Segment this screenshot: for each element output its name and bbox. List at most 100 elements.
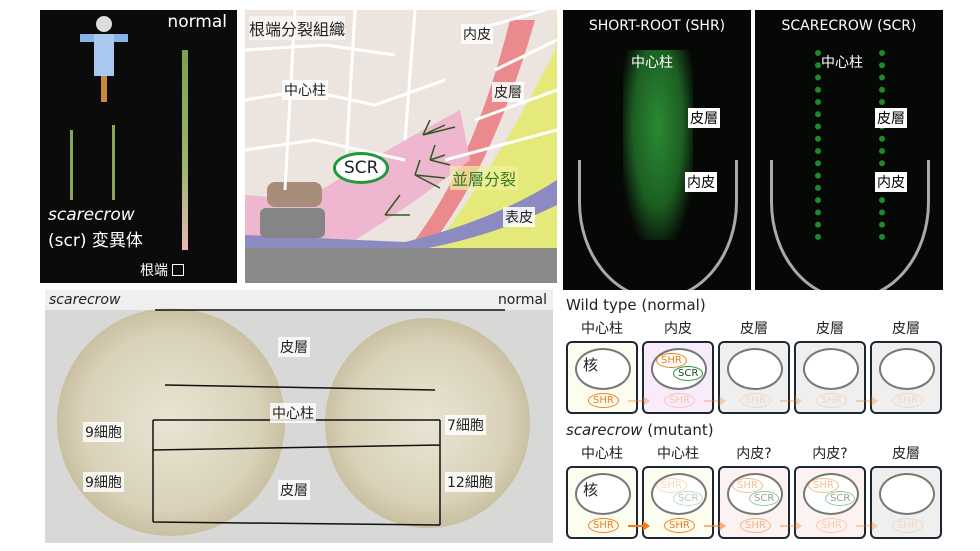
- movement-arrow: [780, 521, 802, 531]
- mutant-label-1: scarecrow: [48, 205, 135, 225]
- mutant-title-rest: (mutant): [642, 421, 714, 439]
- cell-type-label: 内皮: [664, 321, 692, 337]
- scr-nuclear-protein: SCR: [673, 491, 704, 506]
- nucleus: [803, 348, 859, 390]
- cortex-label-top: 皮層: [278, 337, 310, 357]
- nucleus-label: 核: [583, 481, 599, 499]
- movement-arrow: [704, 396, 726, 406]
- shr-protein: SHR: [892, 518, 923, 533]
- normal-label: normal: [167, 12, 227, 32]
- mutant-plant: [70, 130, 73, 200]
- cell: SHR: [870, 466, 942, 539]
- cell: SHR: [870, 341, 942, 414]
- meristem-diagram: 根端分裂組織 中心柱 内皮 皮層 SCR 並層分裂 表皮: [245, 10, 557, 283]
- movement-arrow: [780, 396, 802, 406]
- shr-micrograph: SHORT-ROOT (SHR) 中心柱 皮層 内皮: [563, 10, 751, 290]
- shr-protein: SHR: [892, 393, 923, 408]
- epidermis-label: 表皮: [503, 207, 535, 227]
- shr-title: SHORT-ROOT (SHR): [588, 18, 726, 34]
- nucleus: [879, 348, 935, 390]
- cell-type-label: 皮層: [816, 321, 844, 337]
- plant-photo-panel: normal scarecrow (scr) 変異体 根端: [40, 10, 237, 283]
- cell: 核 SHR: [566, 341, 638, 414]
- shr-nuclear-protein: SHR: [656, 353, 687, 368]
- normal-cross-section: [325, 318, 530, 528]
- cell-type-label: 皮層: [740, 321, 768, 337]
- shr-nuclear-protein: SHR: [732, 478, 763, 493]
- right-cell-count-2: 12細胞: [445, 472, 495, 492]
- scr-nuclear-protein: SCR: [825, 491, 856, 506]
- scr-title: SCARECROW (SCR): [781, 18, 917, 34]
- shr-protein: SHR: [816, 518, 847, 533]
- cell-type-label: 皮層: [892, 321, 920, 337]
- shr-protein: SHR: [664, 393, 695, 408]
- mutant-label-2: (scr) 変異体: [48, 231, 143, 251]
- movement-arrow: [628, 521, 650, 531]
- shr-protein: SHR: [664, 518, 695, 533]
- cell-type-label: 内皮?: [812, 446, 848, 462]
- scr-nuclear-protein: SCR: [749, 491, 780, 506]
- stele-label: 中心柱: [282, 80, 328, 100]
- cell: SHR: [794, 341, 866, 414]
- scarecrow-icon: [78, 16, 130, 106]
- endodermis-label: 内皮: [461, 24, 493, 44]
- shr-protein: SHR: [816, 393, 847, 408]
- meristem-title: 根端分裂組織: [249, 16, 346, 40]
- cortex-label-bottom: 皮層: [278, 480, 310, 500]
- scr-micrograph: SCARECROW (SCR) 中心柱 皮層 内皮: [755, 10, 943, 290]
- mutant-title-italic: scarecrow: [566, 421, 643, 439]
- scarecrow-title: scarecrow: [49, 292, 121, 308]
- stele-label: 中心柱: [821, 55, 863, 71]
- mutant-title: scarecrow (mutant): [566, 421, 714, 439]
- nucleus: 核: [575, 348, 631, 390]
- shr-protein: SHR: [588, 393, 619, 408]
- cortex-label: 皮層: [875, 108, 907, 128]
- shr-nuclear-protein: SHR: [656, 478, 687, 493]
- nucleus: [727, 348, 783, 390]
- movement-arrow: [856, 396, 878, 406]
- cell-type-label: 皮層: [892, 446, 920, 462]
- shr-protein: SHR: [740, 518, 771, 533]
- movement-arrow: [628, 396, 650, 406]
- cell-type-label: 内皮?: [736, 446, 772, 462]
- cortex-label: 皮層: [492, 82, 524, 102]
- cell-type-label: 中心柱: [657, 446, 699, 462]
- stele-label: 中心柱: [270, 403, 316, 423]
- meristem-cells: [245, 10, 557, 283]
- nucleus-label: 核: [583, 356, 599, 374]
- stele-label: 中心柱: [631, 55, 673, 71]
- endodermis-label: 内皮: [875, 172, 907, 192]
- normal-plant: [182, 50, 188, 250]
- right-cell-count-1: 7細胞: [445, 415, 486, 435]
- endodermis-label: 内皮: [685, 172, 717, 192]
- wild-type-title: Wild type (normal): [566, 296, 706, 314]
- shr-nuclear-protein: SHR: [808, 478, 839, 493]
- left-cell-count-1: 9細胞: [83, 422, 124, 442]
- cross-section-panel: scarecrow normal 皮層 中心柱 皮層 9細胞 9細胞 7細胞 1…: [45, 290, 553, 543]
- movement-arrow: [856, 521, 878, 531]
- movement-arrow: [704, 521, 726, 531]
- normal-title: normal: [497, 292, 547, 308]
- nucleus: [879, 473, 935, 515]
- root-tip-label: 根端: [140, 260, 185, 280]
- cell-type-label: 中心柱: [581, 446, 623, 462]
- cortex-label: 皮層: [688, 108, 720, 128]
- cell-type-label: 中心柱: [581, 321, 623, 337]
- mutant-plant: [112, 125, 115, 200]
- cell: SHR: [718, 341, 790, 414]
- scr-nuclear-protein: SCR: [673, 366, 704, 381]
- left-cell-count-2: 9細胞: [83, 472, 124, 492]
- scr-label: SCR: [333, 152, 390, 184]
- periclinal-division-label: 並層分裂: [450, 166, 519, 190]
